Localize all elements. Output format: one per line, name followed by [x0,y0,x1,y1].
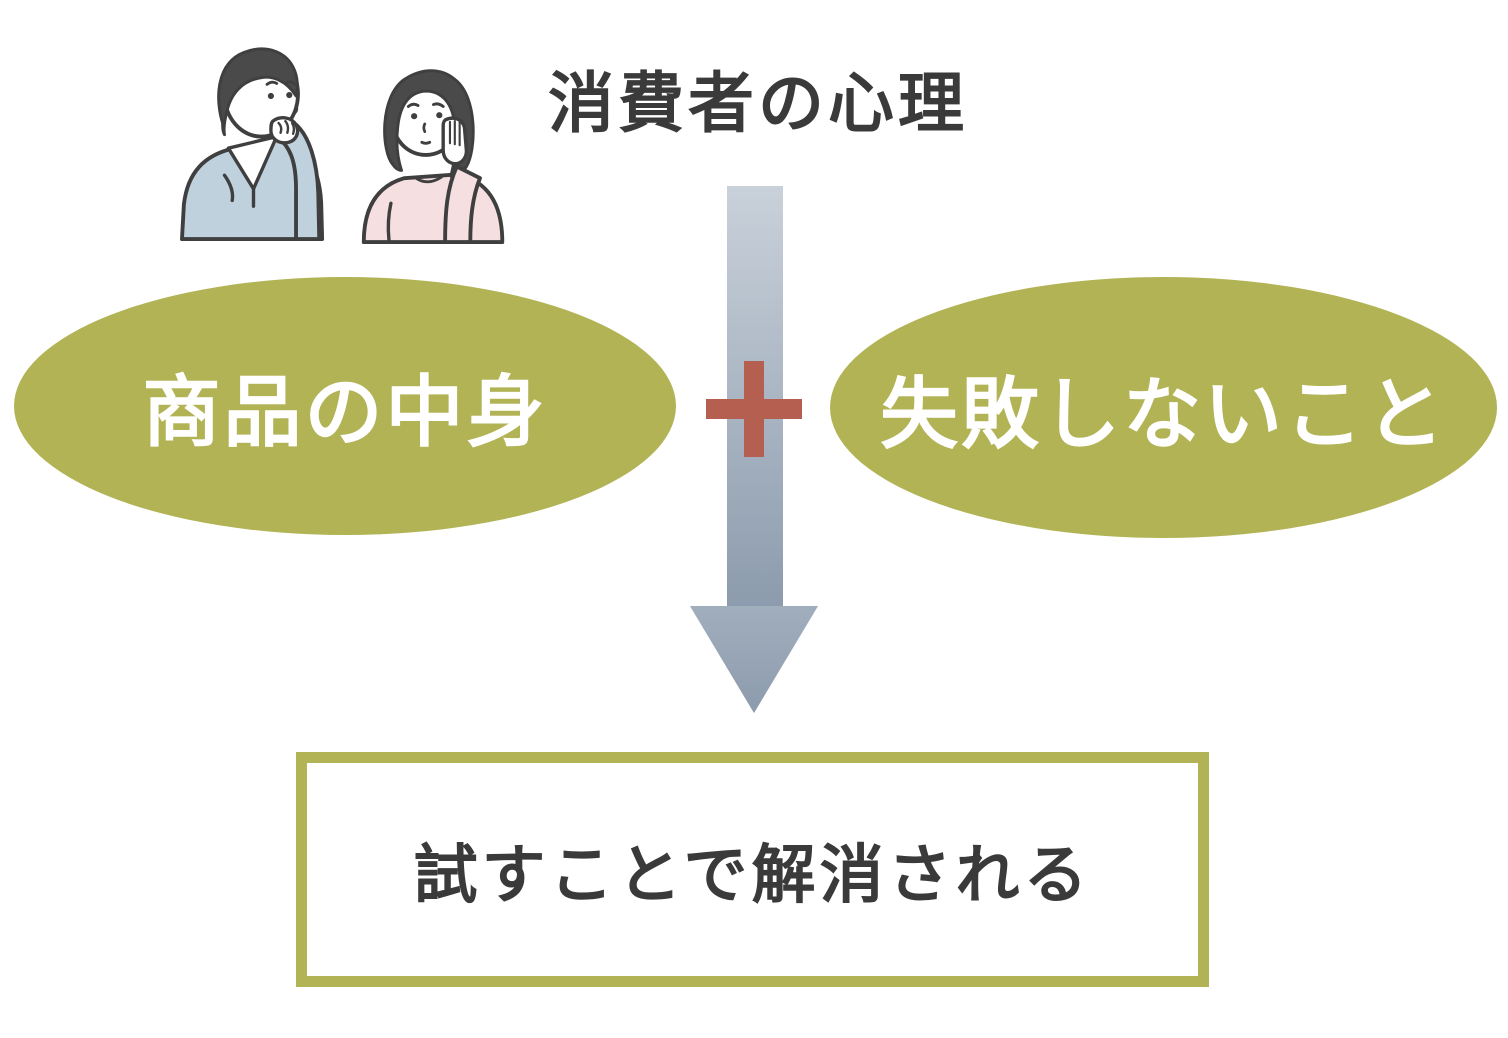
woman-head [383,69,475,178]
woman-body [361,172,505,244]
factor-label: 失敗しないこと [879,369,1447,458]
plus-icon [706,361,802,457]
woman-arm [441,116,482,244]
result-box: 試すことで解消される [296,752,1209,987]
factor-label: 商品の中身 [142,368,548,456]
result-label: 試すことで解消される [413,838,1092,911]
factor-ellipse-product-contents: 商品の中身 [14,277,676,535]
man-head [217,47,300,139]
factor-ellipse-no-failure: 失敗しないこと [830,277,1497,538]
man-thinking-illustration [180,47,325,241]
plus-vertical-bar [744,361,764,457]
man-arm [269,116,322,241]
page-title: 消費者の心理 [548,66,968,140]
woman-thinking-illustration [361,69,505,244]
